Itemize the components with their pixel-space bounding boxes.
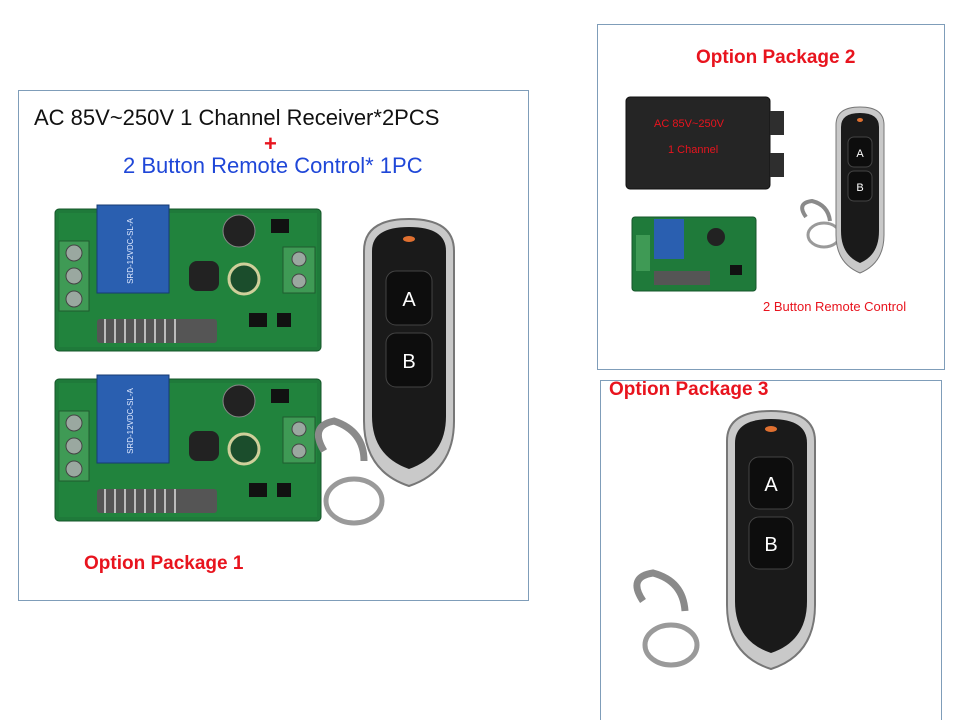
- svg-text:SRD-12VDC-SL-A: SRD-12VDC-SL-A: [126, 217, 135, 283]
- remote-caption: 2 Button Remote Control: [763, 299, 907, 314]
- remote-button-a-label: A: [856, 148, 864, 160]
- option-package-2-panel: Option Package 2 AC 85V~250V 1 Channel A…: [597, 24, 945, 370]
- remote-button-a-label: A: [402, 289, 416, 311]
- case-voltage-text: AC 85V~250V: [654, 118, 725, 130]
- receiver-board-image: [631, 216, 757, 292]
- option-package-2-label: Option Package 2: [696, 47, 856, 68]
- remote-button-b-label: B: [402, 351, 415, 373]
- option-package-3-panel: Option Package 3 A B: [600, 379, 942, 720]
- package1-plus-sign: +: [264, 131, 277, 156]
- remote-control-image: A B: [800, 106, 885, 274]
- package1-title-line2: 2 Button Remote Control* 1PC: [123, 153, 423, 178]
- case-channel-text: 1 Channel: [668, 144, 718, 156]
- svg-text:SRD-12VDC-SL-A: SRD-12VDC-SL-A: [126, 387, 135, 453]
- remote-control-image: A B: [633, 409, 816, 671]
- remote-control-image: A B: [314, 217, 455, 526]
- remote-button-b-label: B: [856, 182, 863, 194]
- remote-button-b-label: B: [764, 534, 777, 556]
- option-package-1-label: Option Package 1: [84, 553, 244, 574]
- option-package-1-panel: AC 85V~250V 1 Channel Receiver*2PCS + 2 …: [18, 90, 529, 601]
- option-package-3-label: Option Package 3: [609, 379, 769, 400]
- receiver-board-image: SRD-12VDC-SL-A: [54, 374, 322, 522]
- receiver-board-image: SRD-12VDC-SL-A: [54, 204, 322, 352]
- remote-button-a-label: A: [764, 474, 778, 496]
- receiver-case-image: AC 85V~250V 1 Channel: [625, 96, 784, 190]
- package1-title-line1: AC 85V~250V 1 Channel Receiver*2PCS: [34, 105, 440, 130]
